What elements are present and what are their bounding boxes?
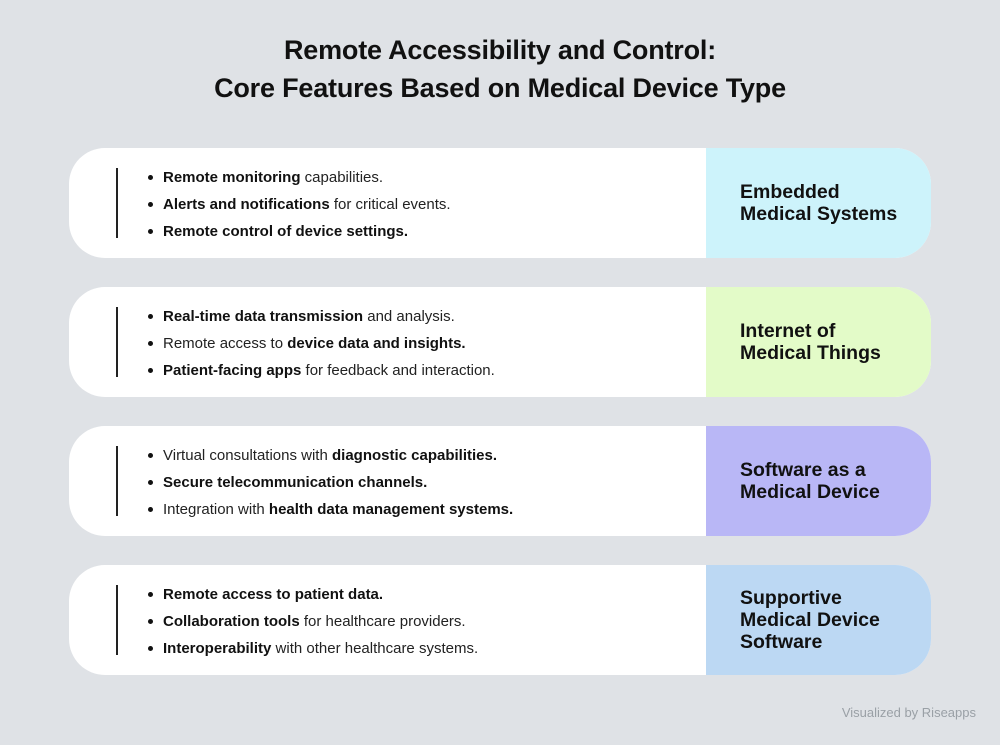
device-type-panel: Software as a Medical Device [706, 426, 931, 536]
device-type-panel: Embedded Medical Systems [706, 148, 931, 258]
device-type-label: Internet of Medical Things [740, 320, 881, 364]
feature-item: Real-time data transmission and analysis… [147, 303, 495, 330]
feature-card: Remote monitoring capabilities.Alerts an… [69, 148, 931, 258]
feature-text: capabilities. [300, 169, 384, 186]
feature-item: Remote access to device data and insight… [147, 330, 495, 357]
footer-brand: Riseapps [921, 705, 976, 720]
feature-item: Interoperability with other healthcare s… [147, 635, 478, 662]
feature-text: Integration with [163, 501, 269, 518]
feature-item: Patient-facing apps for feedback and int… [147, 357, 495, 384]
feature-item: Remote access to patient data. [147, 581, 478, 608]
feature-text: for healthcare providers. [299, 613, 466, 630]
footer-prefix: Visualized by [841, 705, 922, 720]
feature-text: for feedback and interaction. [301, 362, 495, 379]
feature-item: Integration with health data management … [147, 496, 513, 523]
feature-text-bold: Interoperability [163, 640, 272, 657]
feature-item: Remote monitoring capabilities. [147, 164, 451, 191]
feature-list: Virtual consultations with diagnostic ca… [147, 442, 513, 523]
device-type-label: Embedded Medical Systems [740, 181, 898, 225]
feature-item: Secure telecommunication channels. [147, 469, 513, 496]
footer-credit: Visualized by Riseapps [842, 705, 976, 720]
feature-text: Remote access to [163, 335, 288, 352]
feature-text-bold: Secure telecommunication channels. [163, 474, 428, 491]
feature-item: Virtual consultations with diagnostic ca… [147, 442, 513, 469]
feature-list: Real-time data transmission and analysis… [147, 303, 495, 384]
title-line-2: Core Features Based on Medical Device Ty… [214, 73, 786, 103]
feature-text-bold: diagnostic capabilities. [331, 447, 498, 464]
card-divider-bar [116, 307, 118, 377]
feature-item: Collaboration tools for healthcare provi… [147, 608, 478, 635]
device-type-panel: Internet of Medical Things [706, 287, 931, 397]
card-divider-bar [116, 585, 118, 655]
feature-card: Real-time data transmission and analysis… [69, 287, 931, 397]
feature-card: Remote access to patient data. Collaborat… [69, 565, 931, 675]
feature-list: Remote access to patient data. Collaborat… [147, 581, 478, 662]
device-type-label: Software as a Medical Device [740, 459, 880, 503]
feature-item: Alerts and notifications for critical ev… [147, 191, 451, 218]
feature-text-bold: Real-time data transmission [163, 308, 364, 325]
card-divider-bar [116, 168, 118, 238]
feature-text-bold: Remote monitoring [163, 169, 301, 186]
device-type-label: Supportive Medical Device Software [740, 587, 880, 653]
feature-text-bold: device data and insights. [287, 335, 466, 352]
feature-text: and analysis. [363, 308, 455, 325]
feature-text-bold: Remote access to patient data. [163, 586, 384, 603]
feature-text-bold: Patient-facing apps [163, 362, 302, 379]
feature-list: Remote monitoring capabilities.Alerts an… [147, 164, 451, 245]
feature-text-bold: Remote control of device settings. [163, 223, 409, 240]
feature-text: Virtual consultations with [163, 447, 332, 464]
feature-item: Remote control of device settings. [147, 218, 451, 245]
feature-text-bold: Collaboration tools [163, 613, 300, 630]
title-line-1: Remote Accessibility and Control: [284, 35, 716, 65]
device-type-panel: Supportive Medical Device Software [706, 565, 931, 675]
feature-text: with other healthcare systems. [271, 640, 479, 657]
feature-text: for critical events. [329, 196, 451, 213]
feature-card: Virtual consultations with diagnostic ca… [69, 426, 931, 536]
card-divider-bar [116, 446, 118, 516]
page-title: Remote Accessibility and Control: Core F… [0, 31, 1000, 107]
feature-text-bold: health data management systems. [268, 501, 514, 518]
feature-text-bold: Alerts and notifications [163, 196, 330, 213]
